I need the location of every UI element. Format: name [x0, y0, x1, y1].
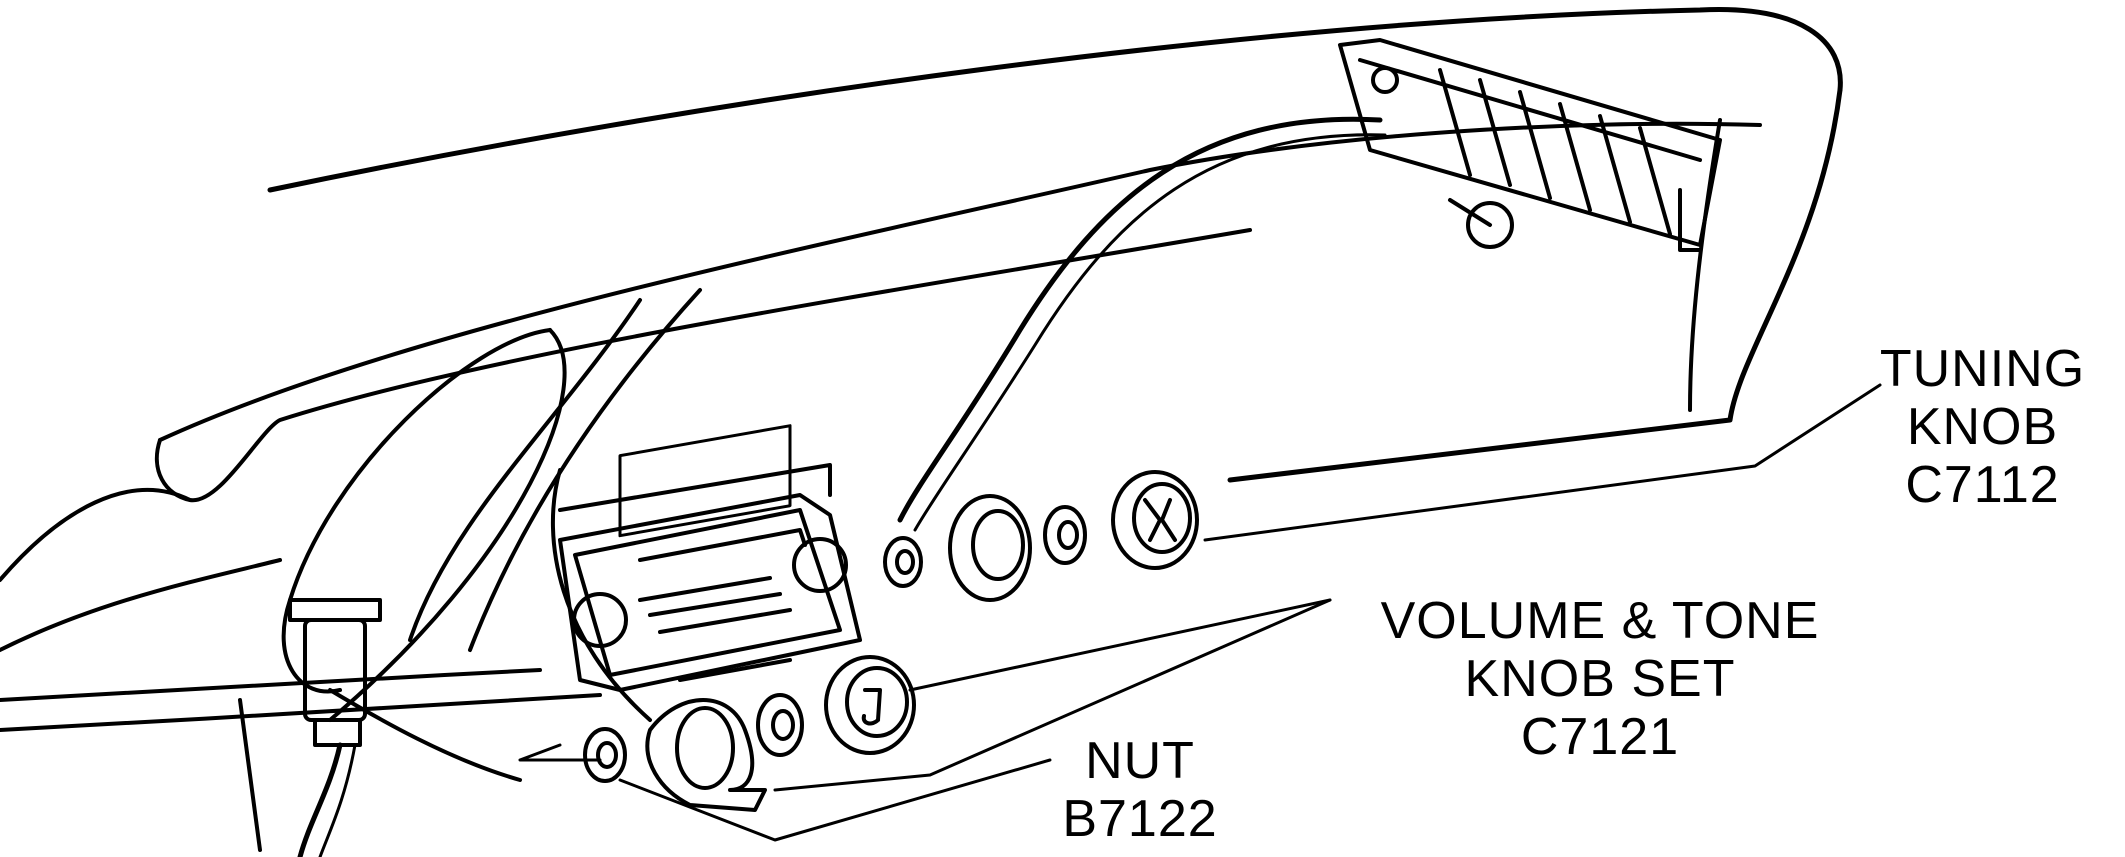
tuning-bezel [948, 494, 1032, 602]
control-switch [288, 598, 382, 857]
nut-pointer [518, 743, 602, 762]
nut-label-line1: NUT [1085, 732, 1195, 790]
nut-label: NUT B7122 [1040, 732, 1240, 848]
volume-washer [756, 693, 804, 757]
volume-leader-lower [773, 598, 1332, 792]
radio-dial-window [618, 424, 792, 538]
radio-left-shaft [572, 592, 628, 648]
volume-knob [824, 655, 916, 755]
tuning-label-line2: KNOB [1906, 398, 2059, 456]
tuning-knob-hardware [883, 470, 1199, 602]
antenna-cable [897, 116, 1387, 532]
volume-leader-upper [908, 598, 1332, 692]
volume-knob-hardware [583, 655, 916, 812]
gauge-pod [281, 288, 702, 722]
radio-unit [558, 424, 862, 692]
volume-label-line3: C7121 [1520, 708, 1680, 766]
radio-right-shaft [792, 537, 848, 593]
tuning-leader [1203, 383, 1882, 542]
tuning-knob [1111, 470, 1199, 570]
leader-lines [518, 383, 1882, 842]
nut-label-line2: B7122 [1062, 790, 1218, 848]
tuning-label-line1: TUNING [1879, 340, 2086, 398]
tuning-washer [1043, 505, 1087, 565]
dashboard-outline [0, 7, 1843, 852]
tuning-knob-label: TUNING KNOB C7112 [1840, 340, 2125, 514]
speaker-mount-stud [1466, 201, 1514, 249]
tuning-nut [883, 536, 923, 588]
volume-label-line2: KNOB SET [1464, 650, 1736, 708]
nut-leader [618, 758, 1052, 842]
volume-label-line1: VOLUME & TONE [1380, 592, 1820, 650]
volume-bezel [645, 698, 767, 812]
volume-tone-knob-label: VOLUME & TONE KNOB SET C7121 [1330, 592, 1870, 766]
speaker-assembly [1338, 38, 1722, 252]
tuning-label-line3: C7112 [1905, 456, 2060, 514]
volume-nut [583, 727, 627, 783]
